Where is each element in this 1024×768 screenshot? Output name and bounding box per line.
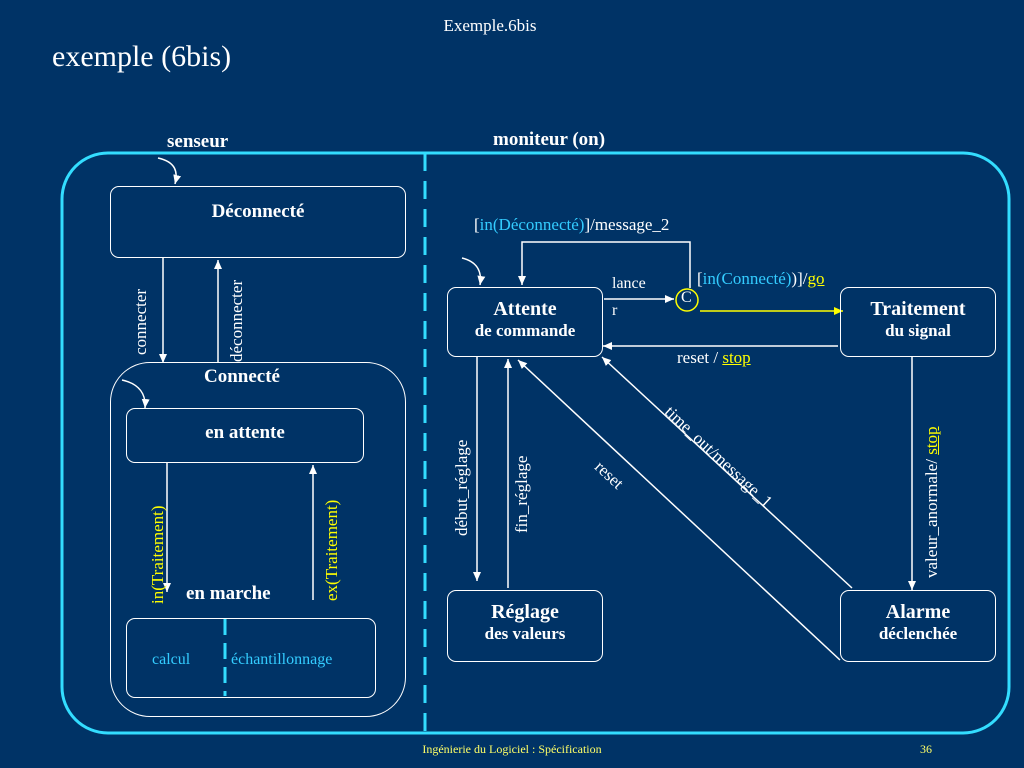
substate-calcul: calcul xyxy=(152,651,191,668)
region-title-moniteur: moniteur (on) xyxy=(493,129,606,150)
label-self-loop-action: ]/message_2 xyxy=(584,215,670,234)
state-en-attente-label: en attente xyxy=(205,422,285,443)
state-attente[interactable]: Attente de commande xyxy=(447,287,603,357)
footer-text: Ingénierie du Logiciel : Spécification xyxy=(422,742,602,756)
state-attente-line2: de commande xyxy=(474,321,576,340)
label-go-mid: )]/ xyxy=(791,269,808,288)
outer-state-border xyxy=(60,151,1011,735)
label-reset-stop: reset / stop xyxy=(677,348,751,368)
initial-arrow-attente xyxy=(461,257,486,286)
state-reglage-line2: des valeurs xyxy=(484,624,566,643)
choice-node xyxy=(675,288,699,312)
arrow-self-loop xyxy=(518,241,691,288)
state-alarme-line2: déclenchée xyxy=(878,624,958,643)
header-title: Exemple.6bis xyxy=(443,16,537,35)
state-connecte-label: Connecté xyxy=(204,366,280,387)
label-ex-traitement: ex(Traitement) xyxy=(322,499,341,601)
label-go-guard: in(Connecté) xyxy=(702,269,792,288)
label-debut-reglage: début_réglage xyxy=(452,439,471,536)
label-go-action: go xyxy=(807,269,825,288)
label-self-loop-open: [ xyxy=(474,215,480,234)
label-go-open: [ xyxy=(697,269,703,288)
label-lancer-1: lance xyxy=(612,275,646,292)
state-traitement-line2: du signal xyxy=(885,321,951,340)
region-title-senseur: senseur xyxy=(167,131,229,152)
label-connecter: connecter xyxy=(131,288,150,355)
state-reglage[interactable]: Réglage des valeurs xyxy=(447,590,603,662)
state-en-marche[interactable] xyxy=(126,618,376,698)
page-number: 36 xyxy=(920,742,932,756)
arrow-time-out xyxy=(601,356,853,589)
label-valeur-anormale-stop: stop xyxy=(922,426,941,455)
choice-label: C xyxy=(681,289,692,306)
state-en-attente[interactable]: en attente xyxy=(126,408,364,463)
slide-title: exemple (6bis) xyxy=(52,40,232,73)
label-valeur-anormale: valeur_anormale/ stop xyxy=(922,426,942,578)
label-self-loop-guard: in(Déconnecté) xyxy=(479,215,585,234)
state-attente-line1: Attente xyxy=(493,298,557,320)
label-self-loop: [in(Déconnecté)]/message_2 xyxy=(474,215,669,235)
label-deconnecter: déconnecter xyxy=(227,279,246,362)
label-fin-reglage: fin_réglage xyxy=(512,455,531,533)
state-traitement[interactable]: Traitement du signal xyxy=(840,287,996,357)
label-in-traitement: in(Traitement) xyxy=(148,505,167,604)
label-lancer-2: r xyxy=(612,302,618,319)
state-alarme[interactable]: Alarme déclenchée xyxy=(840,590,996,662)
label-reset-stop-text: reset / xyxy=(677,348,723,367)
initial-arrow-senseur xyxy=(157,157,182,185)
state-alarme-line1: Alarme xyxy=(885,601,951,623)
state-traitement-line1: Traitement xyxy=(870,298,966,320)
substate-echantillonnage: échantillonnage xyxy=(231,651,333,668)
state-deconnecte-label: Déconnecté xyxy=(211,201,305,222)
arrow-reset xyxy=(517,359,841,661)
state-deconnecte[interactable]: Déconnecté xyxy=(110,186,406,258)
label-go: [in(Connecté))]/go xyxy=(697,269,824,289)
state-en-marche-label: en marche xyxy=(186,583,271,604)
label-reset-stop-action: stop xyxy=(722,348,751,367)
state-reglage-line1: Réglage xyxy=(491,601,559,623)
label-valeur-anormale-text: valeur_anormale/ xyxy=(922,454,941,578)
state-connecte[interactable] xyxy=(110,362,406,717)
